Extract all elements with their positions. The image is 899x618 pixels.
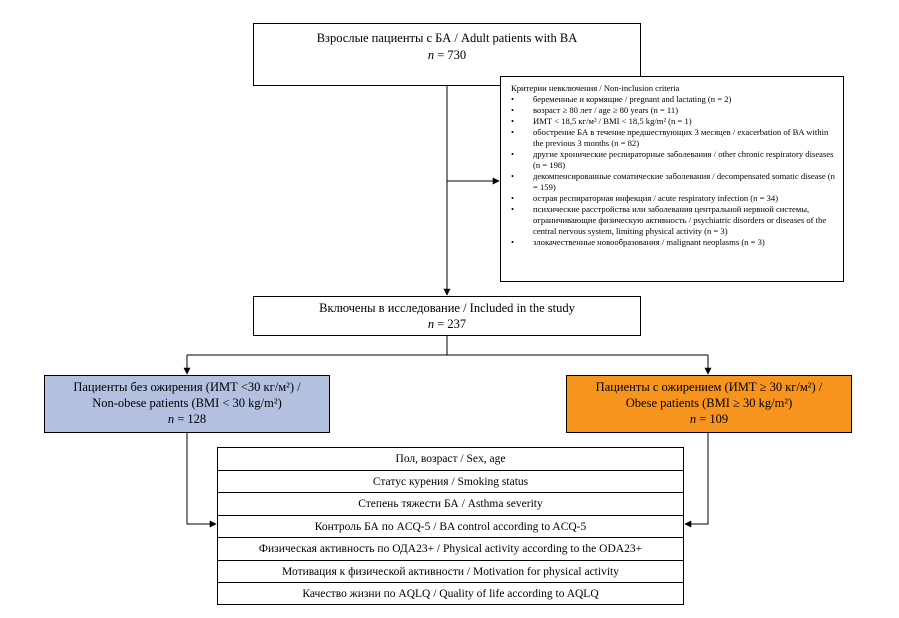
included-patients-count: n = 237 [254,316,640,332]
parameters-table: Пол, возраст / Sex, age Статус курения /… [217,447,684,605]
parameter-row: Статус курения / Smoking status [218,471,683,494]
exclusion-item: психические расстройства или заболевания… [511,204,835,237]
exclusion-item: декомпенсированные соматические заболева… [511,171,835,193]
arrow-obese-to-params [684,433,709,528]
total-patients-title: Взрослые пациенты с БА / Adult patients … [316,31,578,45]
included-patients-box: Включены в исследование / Included in th… [253,296,641,336]
exclusion-item: злокачественные новообразования / malign… [511,237,835,248]
total-n-label: n [427,48,435,62]
parameter-row: Степень тяжести БА / Asthma severity [218,493,683,516]
parameter-row: Пол, возраст / Sex, age [218,448,683,471]
exclusion-item: ИМТ < 18,5 кг/м² / BMI < 18,5 kg/m² (n =… [511,116,835,127]
obese-title-en: Obese patients (BMI ≥ 30 kg/m²) [625,396,793,410]
total-patients-count: n = 730 [254,47,640,64]
obese-n-value: = 109 [696,412,729,426]
exclusion-criteria-title: Критерии невключения / Non-inclusion cri… [511,83,680,93]
obese-patients-box: Пациенты с ожирением (ИМТ ≥ 30 кг/м²) / … [566,375,852,433]
included-n-label: n [427,317,435,331]
exclusion-item: беременные и кормящие / pregnant and lac… [511,94,835,105]
parameter-row: Качество жизни по AQLQ / Quality of life… [302,588,599,601]
total-n-value: = 730 [434,48,467,62]
parameter-row: Мотивация к физической активности / Moti… [218,561,683,584]
exclusion-criteria-list: беременные и кормящие / pregnant and lac… [511,94,835,248]
included-patients-title: Включены в исследование / Included in th… [319,301,575,315]
nonobese-patients-box: Пациенты без ожирения (ИМТ <30 кг/м²) / … [44,375,330,433]
nonobese-n-value: = 128 [174,412,207,426]
included-n-value: = 237 [434,317,467,331]
exclusion-item: другие хронические респираторные заболев… [511,149,835,171]
exclusion-item: обострение БА в течение предшествующих 3… [511,127,835,149]
arrow-nonobese-to-params [186,433,217,528]
nonobese-n-label: n [167,412,175,426]
total-patients-box: Взрослые пациенты с БА / Adult patients … [253,23,641,86]
parameter-row: Физическая активность по ОДА23+ / Physic… [218,538,683,561]
exclusion-criteria-box: Критерии невключения / Non-inclusion cri… [500,76,844,282]
exclusion-item: возраст ≥ 80 лет / age ≥ 80 years (n = 1… [511,105,835,116]
obese-count: n = 109 [567,411,851,427]
parameter-row: Контроль БА по ACQ-5 / BA control accord… [218,516,683,539]
exclusion-item: острая респираторная инфекция / acute re… [511,193,835,204]
nonobese-title-ru: Пациенты без ожирения (ИМТ <30 кг/м²) / [73,380,301,394]
obese-title-ru: Пациенты с ожирением (ИМТ ≥ 30 кг/м²) / [595,380,823,394]
obese-n-label: n [689,412,697,426]
nonobese-count: n = 128 [45,411,329,427]
nonobese-title-en: Non-obese patients (BMI < 30 kg/m²) [92,396,282,410]
